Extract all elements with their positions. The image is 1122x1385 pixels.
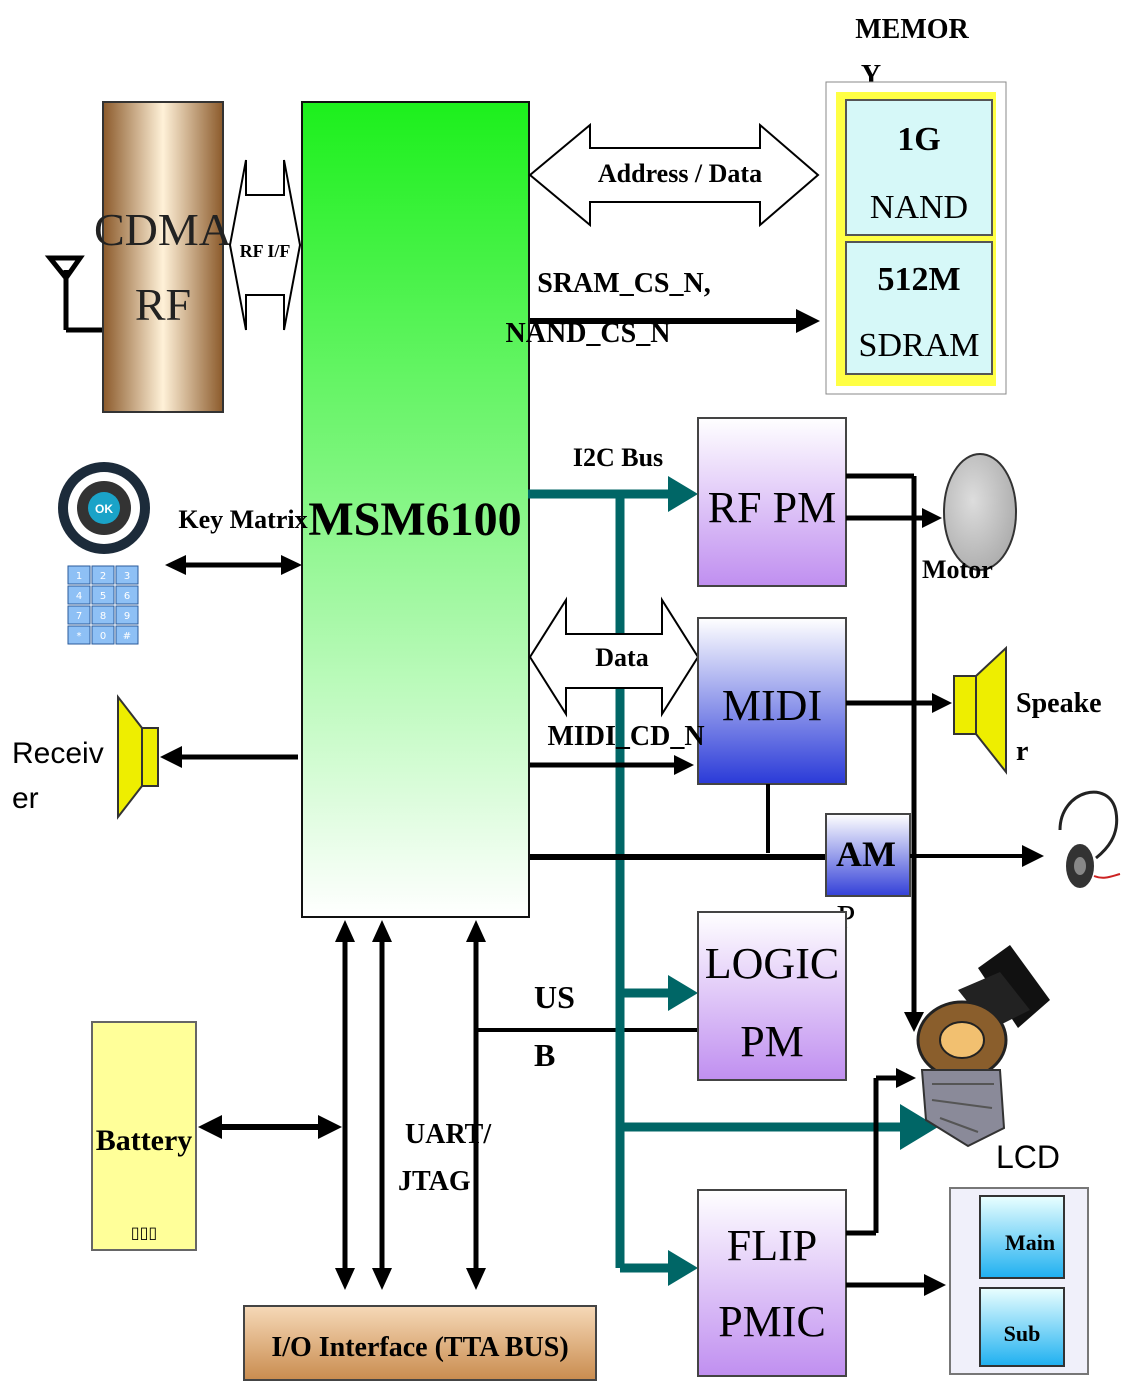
rf-pm-label: RF PM	[708, 483, 836, 532]
midi-cd-label: MIDI_CD_N	[547, 721, 704, 752]
lcd-main-label: Main	[1005, 1230, 1055, 1255]
keypad-key	[115, 605, 139, 625]
flip-pmic-outputs	[846, 1068, 946, 1296]
battery-block: Battery ▯▯▯	[91, 1021, 197, 1251]
memory-title: MEMOR	[855, 14, 969, 45]
keypad-key-label: 9	[124, 611, 130, 622]
keypad-key	[67, 625, 91, 645]
logic-pm-label: LOGIC	[705, 939, 839, 988]
receiver-label: Receiv	[12, 737, 104, 770]
flip-pmic-label: FLIP	[727, 1221, 817, 1270]
data-label: Data	[595, 643, 648, 672]
keypad-key-label: 0	[100, 631, 106, 642]
i2c-bus-label: I2C Bus	[573, 443, 663, 472]
svg-text:OK: OK	[95, 502, 113, 516]
keypad-key-label: *	[77, 631, 82, 642]
address-data-label: Address / Data	[598, 159, 762, 188]
lcd-block: Main Sub	[949, 1187, 1089, 1375]
keypad-key-label: 5	[100, 591, 106, 602]
motor-label: Motor	[922, 555, 993, 584]
motor-icon	[943, 453, 1017, 571]
i2c-bus	[528, 489, 900, 1273]
amp-output-line	[910, 845, 1044, 867]
keypad-key	[91, 565, 115, 585]
keypad-key	[67, 585, 91, 605]
key-matrix-label: Key Matrix	[178, 505, 307, 534]
rf-if-bus: RF I/F	[228, 159, 302, 331]
cdma-rf-block: CDMA RF	[94, 101, 232, 413]
midi-speaker-line	[846, 693, 952, 713]
chip-select-line	[530, 309, 820, 333]
flip-pmic-block: FLIP PMIC	[697, 1189, 847, 1377]
midi-label: MIDI	[722, 681, 822, 730]
lcd-sub-label: Sub	[1004, 1321, 1041, 1346]
keypad-icon: OK 1 2 3 4 5 6 7 8 9 * 0 #	[58, 462, 150, 645]
nand-cs-label: NAND_CS_N	[506, 318, 671, 349]
i2c-bus-arrowheads	[668, 476, 938, 1286]
amp-label: AM	[836, 834, 896, 874]
keypad-key	[67, 565, 91, 585]
keypad-key	[115, 565, 139, 585]
usb-label-2: B	[534, 1037, 555, 1073]
rf-pm-outputs	[846, 473, 942, 1032]
battery-arrow	[198, 1115, 342, 1139]
keypad-key-label: 6	[124, 591, 130, 602]
logic-pm-block: LOGIC PM	[697, 911, 847, 1081]
sdram-label: 512M	[877, 261, 960, 298]
headset-icon	[1058, 790, 1121, 888]
speaker-label-2: r	[1016, 736, 1028, 767]
lcd-title: LCD	[996, 1139, 1060, 1175]
midi-block: MIDI	[697, 617, 847, 785]
sdram-label-2: SDRAM	[859, 327, 980, 364]
speaker-icon	[953, 645, 1007, 775]
usb-label: US	[534, 979, 575, 1015]
keypad-key	[67, 605, 91, 625]
receiver-icon	[117, 694, 159, 820]
keypad-key	[91, 625, 115, 645]
io-vertical-buses	[335, 920, 486, 1290]
logic-pm-label-2: PM	[740, 1017, 804, 1066]
io-interface-block: I/O Interface (TTA BUS)	[243, 1305, 597, 1381]
address-data-bus: Address / Data	[528, 122, 820, 228]
nand-label-2: NAND	[870, 189, 968, 226]
battery-label: Battery	[96, 1124, 193, 1157]
antenna-icon	[44, 255, 104, 333]
speaker-label: Speake	[1016, 688, 1102, 719]
jtag-label: JTAG	[398, 1166, 471, 1197]
keypad-key	[91, 585, 115, 605]
keypad-key	[115, 585, 139, 605]
midi-data-bus: Data	[528, 596, 700, 718]
rf-if-label: RF I/F	[240, 241, 291, 261]
sram-cs-label: SRAM_CS_N,	[537, 268, 710, 299]
uart-label: UART/	[405, 1119, 492, 1150]
rf-pm-block: RF PM	[697, 417, 847, 587]
midi-cd-line	[530, 755, 694, 775]
cdma-rf-label: CDMA	[94, 204, 232, 255]
camera-module-icon	[916, 945, 1050, 1148]
nand-label: 1G	[897, 121, 940, 158]
io-interface-label: I/O Interface (TTA BUS)	[271, 1332, 568, 1363]
keypad-key-label: 8	[100, 611, 106, 622]
msm6100-block: MSM6100	[301, 101, 530, 918]
key-matrix-arrow	[165, 555, 302, 575]
keypad-key-label: 1	[76, 571, 82, 582]
memory-block: 1G NAND 512M SDRAM	[825, 81, 1007, 395]
keypad-key-label: #	[123, 631, 131, 642]
flip-pmic-label-2: PMIC	[718, 1297, 826, 1346]
keypad-key	[91, 605, 115, 625]
battery-pins: ▯▯▯	[131, 1225, 157, 1242]
amp-input-lines	[530, 784, 826, 860]
receiver-label-2: er	[12, 782, 39, 815]
keypad-key-label: 2	[100, 571, 106, 582]
keypad-key-label: 4	[76, 591, 82, 602]
receiver-arrow	[160, 746, 298, 768]
keypad-key	[115, 625, 139, 645]
keypad-key-label: 3	[124, 571, 130, 582]
cdma-rf-label-2: RF	[135, 279, 191, 330]
keypad-key-label: 7	[76, 611, 82, 622]
msm6100-label: MSM6100	[308, 493, 521, 546]
